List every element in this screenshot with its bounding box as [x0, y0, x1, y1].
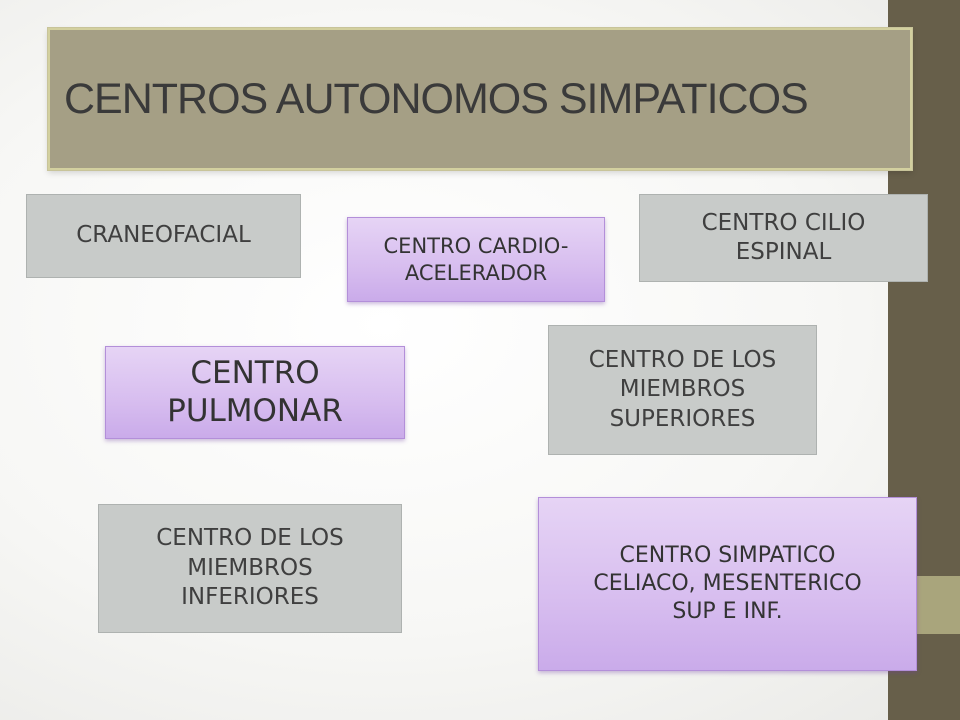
box-cardio-acelerador-label: CENTRO CARDIO- ACELERADOR	[383, 233, 569, 285]
box-cilio-espinal-label: CENTRO CILIO ESPINAL	[701, 209, 866, 265]
box-miembros-inferiores-label: CENTRO DE LOS MIEMBROS INFERIORES	[156, 525, 344, 611]
box-cardio-acelerador: CENTRO CARDIO- ACELERADOR	[347, 217, 605, 302]
box-craneofacial: CRANEOFACIAL	[26, 194, 301, 278]
box-celiaco: CENTRO SIMPATICO CELIACO, MESENTERICO SU…	[538, 497, 917, 671]
title-bar: CENTROS AUTONOMOS SIMPATICOS	[48, 28, 912, 170]
box-miembros-inferiores: CENTRO DE LOS MIEMBROS INFERIORES	[98, 504, 402, 633]
box-miembros-superiores: CENTRO DE LOS MIEMBROS SUPERIORES	[548, 325, 817, 455]
box-cilio-espinal: CENTRO CILIO ESPINAL	[639, 194, 928, 282]
page-title: CENTROS AUTONOMOS SIMPATICOS	[64, 74, 809, 123]
box-pulmonar: CENTRO PULMONAR	[105, 346, 405, 439]
box-celiaco-label: CENTRO SIMPATICO CELIACO, MESENTERICO SU…	[593, 542, 862, 625]
box-miembros-superiores-label: CENTRO DE LOS MIEMBROS SUPERIORES	[588, 346, 777, 432]
box-pulmonar-label: CENTRO PULMONAR	[167, 355, 343, 429]
box-craneofacial-label: CRANEOFACIAL	[76, 222, 251, 249]
